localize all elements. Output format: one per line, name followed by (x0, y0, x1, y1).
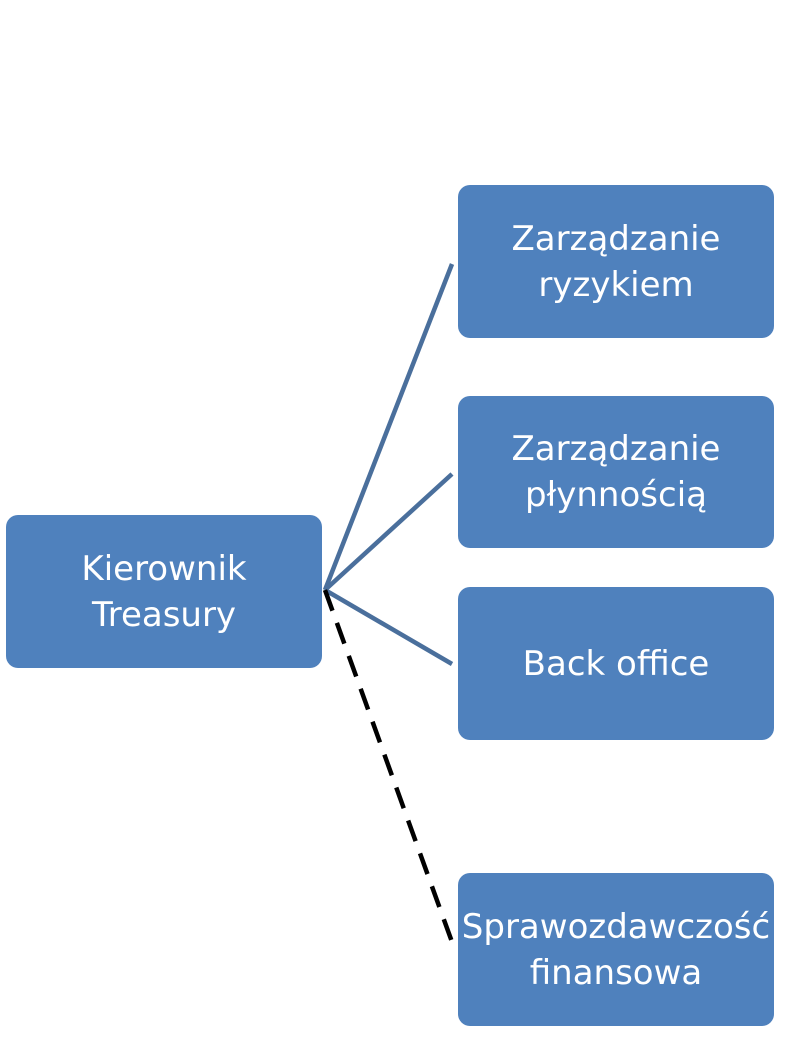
node-label-line: Back office (522, 643, 710, 684)
node-label-line: Zarządzanie (511, 218, 721, 259)
node-back-office: Back office (458, 587, 774, 740)
node-label-line: Sprawozdawczość (461, 906, 771, 947)
connector-line-risk (322, 263, 455, 591)
node-label-line: finansowa (529, 952, 703, 993)
connector-line-reporting (322, 589, 455, 943)
node-zarzadzanie-plynnoscia: Zarządzanie płynnością (458, 396, 774, 548)
node-label-line: Zarządzanie (511, 429, 721, 469)
node-zarzadzanie-ryzykiem: Zarządzanie ryzykiem (458, 185, 774, 338)
node-sprawozdawczosc-finansowa: Sprawozdawczość finansowa (458, 873, 774, 1026)
node-label-line: Kierownik (81, 548, 247, 589)
node-label-line: płynnością (525, 475, 707, 515)
connector-line-back-office (323, 588, 454, 666)
connector-line-liquidity (323, 472, 454, 592)
node-label-line: Treasury (91, 594, 237, 635)
node-label-line: ryzykiem (538, 264, 694, 305)
node-kierownik-treasury: Kierownik Treasury (6, 515, 322, 668)
